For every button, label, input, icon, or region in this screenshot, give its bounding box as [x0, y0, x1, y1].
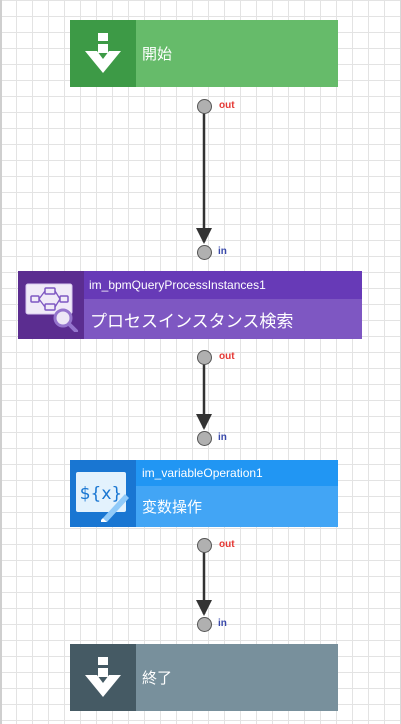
start-out-port[interactable]: [197, 99, 212, 114]
process-search-icon: [25, 283, 78, 332]
query-node-name: im_bpmQueryProcessInstances1: [84, 271, 362, 299]
query-in-port-label: in: [218, 246, 227, 257]
start-node[interactable]: 開始: [70, 20, 338, 87]
variable-out-port-label: out: [219, 539, 235, 550]
variable-label-box: im_variableOperation1 変数操作: [136, 460, 338, 527]
end-in-port-label: in: [218, 618, 227, 629]
variable-out-port[interactable]: [197, 538, 212, 553]
down-arrow-icon: [85, 32, 121, 73]
query-out-port-label: out: [219, 351, 235, 362]
query-icon-box: [18, 271, 84, 339]
query-out-port[interactable]: [197, 350, 212, 365]
end-node-label: 終了: [142, 670, 173, 687]
end-node[interactable]: 終了: [70, 644, 338, 711]
end-icon-box: [70, 644, 136, 711]
edge-query-to-variable-arrowhead: [196, 414, 212, 430]
start-icon-box: [70, 20, 136, 87]
variable-in-port-label: in: [218, 432, 227, 443]
query-in-port[interactable]: [197, 245, 212, 260]
variable-node-label: 変数操作: [142, 499, 203, 516]
start-node-label: 開始: [142, 46, 173, 63]
end-label-box: 終了: [136, 644, 338, 711]
variable-in-port[interactable]: [197, 431, 212, 446]
variable-edit-icon: ${x}: [76, 471, 129, 522]
edge-variable-to-end-arrowhead: [196, 600, 212, 616]
end-in-port[interactable]: [197, 617, 212, 632]
variable-node-name: im_variableOperation1: [136, 460, 338, 486]
query-node-label: プロセスインスタンス検索: [90, 311, 294, 331]
edge-start-to-query-arrowhead: [196, 228, 212, 244]
canvas-left-border: [0, 0, 2, 724]
variable-operation-node[interactable]: ${x} im_variableOperation1 変数操作: [70, 460, 338, 527]
variable-icon-text: ${x}: [80, 484, 123, 504]
variable-icon-box: ${x}: [70, 460, 136, 527]
query-label-box: im_bpmQueryProcessInstances1 プロセスインスタンス検…: [84, 271, 362, 339]
down-arrow-icon: [85, 656, 121, 697]
start-label-box: 開始: [136, 20, 338, 87]
query-process-instances-node[interactable]: im_bpmQueryProcessInstances1 プロセスインスタンス検…: [18, 271, 362, 339]
start-out-port-label: out: [219, 100, 235, 111]
